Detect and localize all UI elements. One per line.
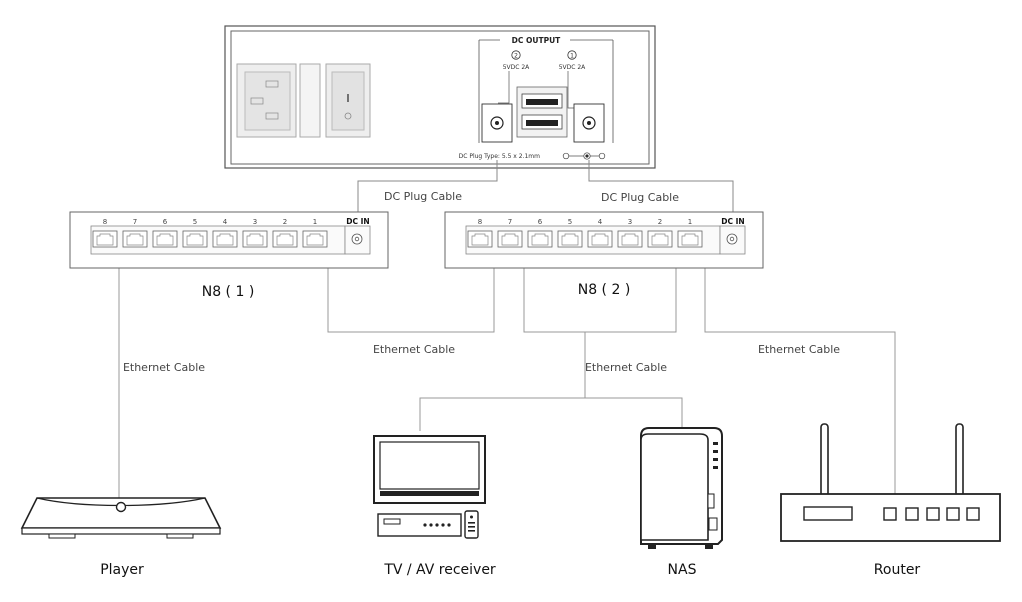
eth-devices-label: Ethernet Cable — [585, 361, 667, 374]
port-number-label: 8 — [103, 218, 107, 226]
ethernet-port-icon — [302, 230, 328, 248]
switch-2-dc-in-label: DC IN — [721, 217, 744, 226]
dc-jack-1-icon — [573, 103, 605, 143]
ethernet-cable-between-switches — [327, 245, 495, 333]
ethernet-cable-devices — [523, 245, 677, 333]
switch-1-dc-in-label: DC IN — [346, 217, 369, 226]
ethernet-port-icon — [677, 230, 703, 248]
power-switch: I — [325, 63, 371, 138]
plug-polarity-icon — [562, 152, 606, 160]
ethernet-port-icon — [497, 230, 523, 248]
router-device-icon — [780, 423, 1001, 542]
ethernet-port-icon — [272, 230, 298, 248]
ethernet-port-icon — [212, 230, 238, 248]
dc-jack-2-icon — [481, 103, 513, 143]
port-number-label: 7 — [133, 218, 137, 226]
ethernet-port-icon — [587, 230, 613, 248]
output-1-spec: 5VDC 2A — [559, 64, 586, 71]
switch-mark: I — [346, 92, 349, 105]
port-number-label: 2 — [658, 218, 662, 226]
dc-plug-cable-left — [357, 160, 498, 228]
dc-plug-cable-right — [588, 160, 734, 228]
ethernet-port-icon — [617, 230, 643, 248]
player-device-icon — [20, 497, 222, 539]
port-number-label: 3 — [253, 218, 257, 226]
eth-player-label: Ethernet Cable — [123, 361, 205, 374]
port-number-label: 6 — [163, 218, 168, 226]
output-2-marker — [511, 50, 521, 60]
ethernet-port-icon — [557, 230, 583, 248]
output-2-number: 2 — [514, 53, 518, 60]
port-number-label: 1 — [688, 218, 692, 226]
switch-2-dc-in-jack-icon — [726, 233, 738, 245]
dc-output-title: DC OUTPUT — [512, 36, 562, 45]
port-number-label: 6 — [538, 218, 543, 226]
eth-router-label: Ethernet Cable — [758, 343, 840, 356]
switch-1-name: N8 ( 1 ) — [202, 284, 255, 300]
switch-1-dc-in-jack-icon — [351, 233, 363, 245]
ethernet-cable-router — [704, 245, 896, 494]
ethernet-port-icon — [182, 230, 208, 248]
switch-n8-1: 8 7 6 5 4 3 2 1 DC IN — [69, 211, 389, 269]
ethernet-port-icon — [467, 230, 493, 248]
dc-cable-right-label: DC Plug Cable — [601, 191, 679, 204]
port-number-label: 8 — [478, 218, 482, 226]
ethernet-port-icon — [152, 230, 178, 248]
tv-av-receiver-icon — [373, 435, 486, 539]
output-2-spec: 5VDC 2A — [503, 64, 530, 71]
nas-device-icon — [640, 427, 723, 549]
router-label: Router — [874, 562, 921, 578]
output-1-number: 1 — [570, 53, 574, 60]
port-number-label: 5 — [193, 218, 197, 226]
ac-inlet-icon — [236, 63, 297, 138]
ethernet-port-icon — [122, 230, 148, 248]
nas-label: NAS — [668, 562, 697, 578]
ethernet-port-icon — [647, 230, 673, 248]
port-number-label: 4 — [598, 218, 603, 226]
eth-between-label: Ethernet Cable — [373, 343, 455, 356]
port-number-label: 4 — [223, 218, 228, 226]
fuse-holder — [299, 63, 321, 138]
usb-ports-icon — [516, 86, 568, 138]
player-label: Player — [100, 562, 144, 578]
tv-label: TV / AV receiver — [383, 562, 496, 578]
plug-type-label: DC Plug Type: 5.5 x 2.1mm — [459, 153, 541, 160]
ethernet-port-icon — [92, 230, 118, 248]
switch-2-name: N8 ( 2 ) — [578, 282, 631, 298]
switch-n8-2: 8 7 6 5 4 3 2 1 DC IN — [444, 211, 764, 269]
port-number-label: 5 — [568, 218, 572, 226]
port-number-label: 3 — [628, 218, 632, 226]
port-number-label: 7 — [508, 218, 512, 226]
dc-cable-left-label: DC Plug Cable — [384, 190, 462, 203]
ethernet-port-icon — [527, 230, 553, 248]
power-supply-unit: I DC OUTPUT 2 5VDC 2A 1 5VDC 2A — [224, 25, 656, 169]
port-number-label: 1 — [313, 218, 317, 226]
output-1-marker — [567, 50, 577, 60]
ethernet-port-icon — [242, 230, 268, 248]
dc-output-bracket — [478, 39, 614, 143]
port-number-label: 2 — [283, 218, 287, 226]
